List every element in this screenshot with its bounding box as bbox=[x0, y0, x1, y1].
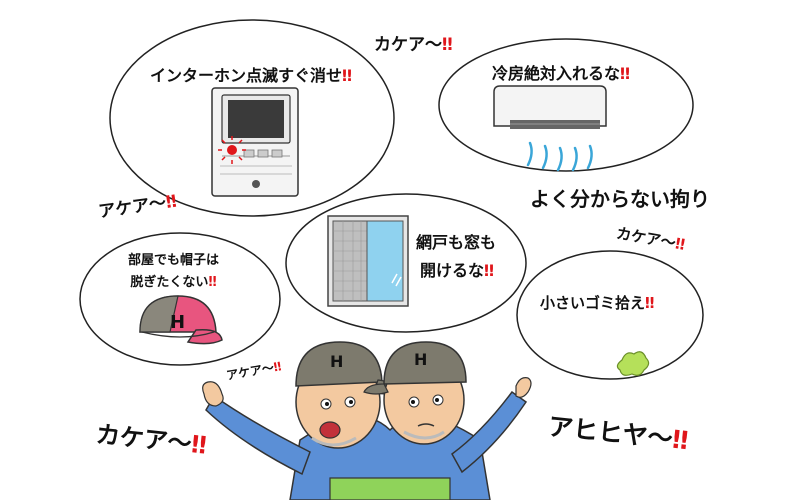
window-screen-icon bbox=[327, 215, 409, 307]
aircon-text: 冷房絶対入れるな‼ bbox=[492, 64, 631, 83]
cap-letter-left: H bbox=[330, 352, 344, 371]
bubble-trash bbox=[516, 250, 704, 380]
hat-text: 部屋でも帽子は 脱ぎたくない‼ bbox=[128, 253, 220, 290]
cap-letter: H bbox=[170, 312, 186, 333]
trash-icon bbox=[616, 351, 650, 376]
cap-icon bbox=[139, 295, 223, 345]
trash-text: 小さいゴミ拾え‼ bbox=[540, 294, 655, 312]
intercom-icon bbox=[211, 87, 299, 197]
screen-text: 網戸も窓も 開けるな‼ bbox=[416, 233, 497, 280]
characters bbox=[202, 341, 532, 500]
cap-letter-right: H bbox=[414, 350, 428, 369]
air-conditioner-icon bbox=[493, 85, 607, 172]
intercom-text: インターホン点滅すぐ消せ‼ bbox=[150, 66, 353, 85]
shout-top: カケア〜‼ bbox=[374, 35, 453, 55]
caption: よく分からない拘り bbox=[530, 187, 710, 211]
